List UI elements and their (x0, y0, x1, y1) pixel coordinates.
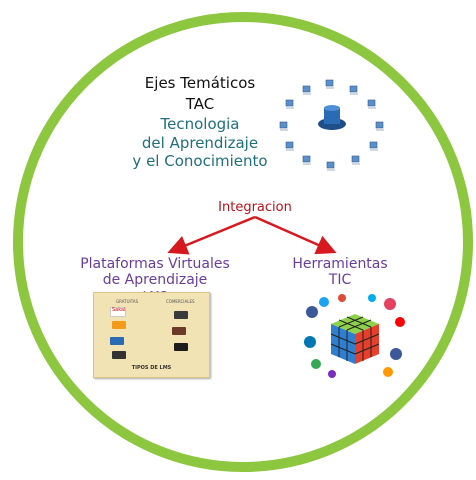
social-media-cube-icon (304, 294, 405, 378)
title-line-4: del Aprendizaje (141, 134, 259, 152)
integration-label: Integracion (218, 200, 292, 215)
lms-footer: TIPOS DE LMS (131, 365, 172, 371)
lms-col-free: GRATUITAS (116, 299, 139, 304)
title-line-1: Ejes Temáticos (144, 74, 256, 92)
lms-logo-5-icon (174, 311, 188, 319)
lms-line-1: Plataformas Virtuales (80, 256, 230, 272)
green-ring (13, 12, 473, 472)
lms-logo-4-icon (112, 351, 126, 359)
lms-col-commercial: COMERCIALES (166, 299, 195, 304)
sakai-logo-text: Sakai (112, 307, 126, 313)
lms-logo-6-icon (172, 327, 186, 335)
lms-logo-7-icon (174, 343, 188, 351)
title-line-2: TAC (185, 95, 215, 113)
tic-line-2: TIC (328, 272, 352, 288)
title-line-3: Tecnologia (160, 115, 240, 133)
tic-line-1: Herramientas (292, 256, 388, 272)
lms-line-2: de Aprendizaje (102, 272, 208, 288)
sakai-logo-icon (110, 307, 126, 317)
title-line-5: y el Conocimiento (132, 152, 268, 170)
moodle-logo-icon (112, 321, 126, 329)
lms-platforms-image: GRATUITAS COMERCIALES Sakai TIPOS DE LMS (93, 292, 210, 378)
network-computers-icon (279, 79, 384, 171)
lms-logo-3-icon (110, 337, 124, 345)
